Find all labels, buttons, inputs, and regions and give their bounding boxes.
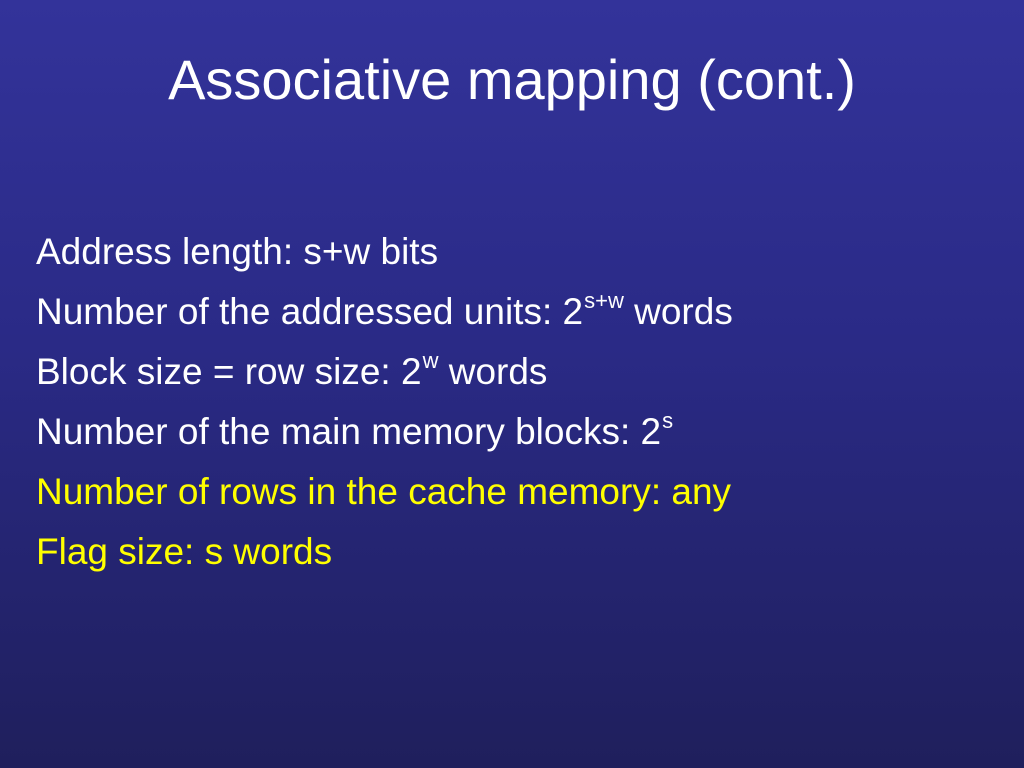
exponent: s+w (584, 287, 624, 313)
line-address-length: Address length: s+w bits (36, 222, 733, 282)
line-text-suffix: words (623, 291, 733, 332)
slide-title: Associative mapping (cont.) (168, 48, 856, 111)
line-flag-size: Flag size: s words (36, 522, 733, 582)
line-text: Number of rows in the cache memory: any (36, 471, 732, 512)
line-text: Number of the addressed units: 2 (36, 291, 584, 332)
content-list: Address length: s+w bits Number of the a… (36, 222, 733, 582)
line-text: Block size = row size: 2 (36, 351, 422, 392)
line-text-suffix: words (438, 351, 548, 392)
line-main-memory-blocks: Number of the main memory blocks: 2s (36, 402, 733, 462)
line-block-size: Block size = row size: 2w words (36, 342, 733, 402)
line-cache-rows: Number of rows in the cache memory: any (36, 462, 733, 522)
line-text: Flag size: s words (36, 531, 333, 572)
line-text: Address length: s+w bits (36, 231, 439, 272)
exponent: w (422, 347, 439, 373)
exponent: s (662, 407, 674, 433)
line-text: Number of the main memory blocks: 2 (36, 411, 662, 452)
line-addressed-units: Number of the addressed units: 2s+w word… (36, 282, 733, 342)
